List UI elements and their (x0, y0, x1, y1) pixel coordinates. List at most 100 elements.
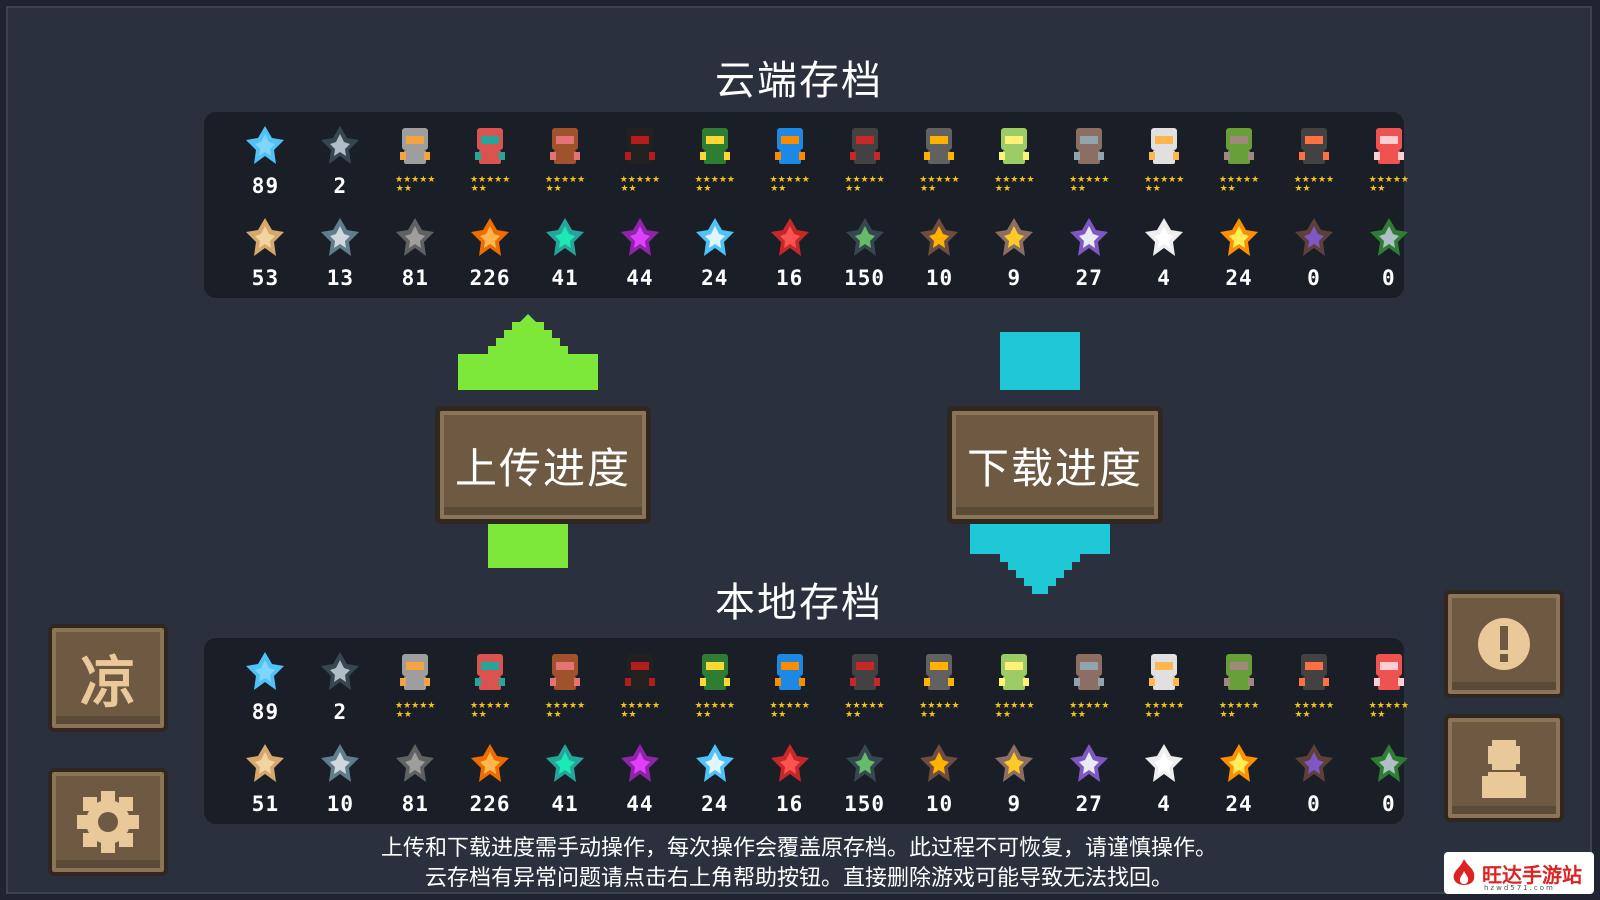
slot-sprite (1140, 120, 1188, 170)
paladin-icon (924, 654, 955, 690)
ore-icon (321, 744, 360, 782)
slot-sprite (391, 212, 439, 262)
slot-sprite (691, 212, 739, 262)
item-count: 44 (626, 266, 654, 290)
slot-sprite (915, 646, 963, 696)
slot-sprite (391, 120, 439, 170)
star-rating: ★★★★★★★ (1143, 701, 1185, 720)
slot-sprite (1290, 738, 1338, 788)
material-slot: 4 (1127, 210, 1202, 296)
slot-sprite (766, 212, 814, 262)
item-count: 2 (333, 700, 348, 724)
card-icon (1294, 218, 1333, 256)
star-rating: ★★★★★★★ (994, 701, 1035, 720)
character-slot: ★★★★★★★ (528, 644, 603, 730)
character-slot: ★★★★★★★ (528, 118, 603, 204)
slot-sprite (1215, 212, 1263, 262)
slot-sprite (1140, 738, 1188, 788)
vampire-icon (849, 128, 880, 164)
engineer-icon (699, 654, 730, 690)
star-rating: ★★★★★★★ (1293, 175, 1335, 194)
material-slot: 9 (977, 736, 1052, 822)
purple-crystal-icon (620, 218, 659, 256)
star-rating: ★★★★★★★ (919, 175, 960, 194)
settings-button[interactable] (48, 768, 168, 876)
slot-sprite (990, 738, 1038, 788)
alchemist-icon (774, 654, 805, 690)
help-button[interactable] (1444, 590, 1564, 698)
star-rating: ★★★★★★★ (469, 175, 511, 194)
item-count: 27 (1075, 792, 1103, 816)
item-count: 81 (401, 792, 429, 816)
material-slot: 41 (528, 210, 603, 296)
item-count: 4 (1157, 792, 1171, 816)
battery-icon (845, 218, 884, 256)
notice-line-1: 上传和下载进度需手动操作，每次操作会覆盖原存档。此过程不可恢复，请谨慎操作。 (380, 836, 1217, 861)
watermark: 旺达手游站 hzwd571.com (1444, 852, 1594, 894)
material-slot: 4 (1127, 736, 1202, 822)
material-slot: 9 (977, 210, 1052, 296)
download-progress-button[interactable]: 下载进度 (947, 406, 1163, 524)
slot-sprite (1140, 646, 1188, 696)
star-rating: ★★★★★★★ (1218, 701, 1260, 720)
rogue-icon (475, 654, 506, 690)
battery-icon (845, 744, 884, 782)
item-count: 24 (701, 792, 729, 816)
star-rating: ★★★★★★★ (1218, 175, 1260, 194)
character-slot: ★★★★★★★ (977, 644, 1052, 730)
item-count: 0 (1307, 792, 1321, 816)
slot-sprite (990, 212, 1038, 262)
star-rating: ★★★★★★★ (1368, 701, 1409, 720)
character-slot: ★★★★★★★ (1127, 118, 1202, 204)
elf-icon (999, 128, 1030, 164)
slot-sprite (616, 738, 664, 788)
slot-sprite (616, 120, 664, 170)
slot-sprite (316, 646, 364, 696)
white-crystal-icon (1070, 218, 1109, 256)
item-count: 0 (1381, 266, 1396, 290)
account-button[interactable] (1444, 714, 1564, 822)
material-slot: 0 (1276, 736, 1351, 822)
slot-sprite (915, 120, 963, 170)
slot-sprite (541, 646, 589, 696)
star-rating: ★★★★★★★ (395, 175, 436, 194)
item-count: 24 (701, 266, 729, 290)
slot-sprite (990, 120, 1038, 170)
item-count: 150 (844, 792, 886, 816)
priest-icon (1149, 654, 1180, 690)
local-materials-row: 51 10 81 226 41 44 24 16 150 (228, 736, 1426, 822)
character-slot: ★★★★★★★ (1351, 644, 1426, 730)
item-count: 16 (776, 792, 804, 816)
item-count: 0 (1381, 792, 1396, 816)
character-slot: ★★★★★★★ (1351, 118, 1426, 204)
star-rating: ★★★★★★★ (1069, 701, 1110, 720)
star-rating: ★★★★★★★ (1143, 175, 1185, 194)
material-slot: 150 (827, 736, 902, 822)
local-characters-row: 89 2 ★★★★★★★ ★★★★★★★ ★★★★★★★ ★★★★★★★ ★★★… (228, 644, 1426, 730)
material-slot: 10 (303, 736, 378, 822)
upload-progress-button[interactable]: 上传进度 (435, 406, 651, 524)
werewolf-icon (1074, 128, 1105, 164)
liang-button[interactable]: 凉 (48, 624, 168, 732)
cloud-save-title: 云端存档 (715, 58, 883, 104)
character-slot: ★★★★★★★ (977, 118, 1052, 204)
slot-sprite (766, 120, 814, 170)
gear-part-icon (396, 218, 435, 256)
priest-icon (1149, 128, 1180, 164)
character-slot: ★★★★★★★ (1127, 644, 1202, 730)
slot-sprite (1140, 212, 1188, 262)
sack-icon (1145, 218, 1184, 256)
character-slot: 89 (228, 644, 303, 730)
item-count: 41 (551, 266, 579, 290)
horn-icon (920, 218, 959, 256)
item-count: 89 (251, 700, 280, 724)
slot-sprite (841, 738, 889, 788)
notice-line-2: 云存档有异常问题请点击右上角帮助按钮。直接删除游戏可能导致无法找回。 (424, 866, 1173, 891)
slot-sprite (241, 212, 289, 262)
slot-sprite (316, 212, 364, 262)
character-slot: ★★★★★★★ (602, 118, 677, 204)
slot-sprite (616, 212, 664, 262)
green-crystal-icon (546, 218, 584, 256)
blue-crystal-icon (695, 218, 734, 256)
slot-sprite (391, 646, 439, 696)
